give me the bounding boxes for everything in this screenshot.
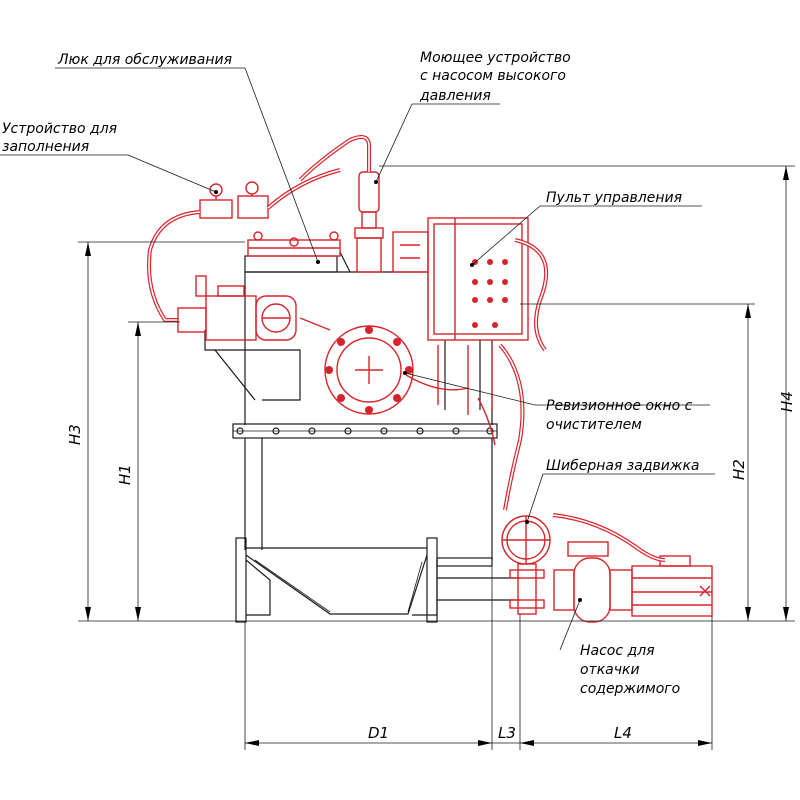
dimension-h1: H1 <box>116 464 134 485</box>
label-gate: Шиберная задвижка <box>546 458 700 474</box>
gate-valve <box>501 515 551 615</box>
dimension-l3: L3 <box>498 724 516 742</box>
label-pump-line1: Насос для <box>580 643 655 659</box>
washing-device <box>298 134 384 273</box>
label-filler-line2: заполнения <box>2 139 89 155</box>
label-hatch: Люк для обслуживания <box>57 52 232 68</box>
dimension-d1: D1 <box>368 724 389 742</box>
tank-structure <box>204 251 520 623</box>
dimension-h3: H3 <box>66 424 84 445</box>
label-pump-line2: откачки <box>580 662 640 678</box>
service-hatch <box>247 231 341 257</box>
dimension-l4: L4 <box>614 724 632 742</box>
label-washer-line3: давления <box>419 88 491 104</box>
leader-lines <box>0 67 715 651</box>
dimension-lines <box>78 165 795 750</box>
label-pump-line3: содержимого <box>580 681 680 697</box>
dimension-h2: H2 <box>730 459 748 480</box>
filling-device <box>147 168 341 322</box>
hoses <box>405 238 666 562</box>
pump-motor <box>177 275 331 341</box>
label-window-line1: Ревизионное окно с <box>546 398 693 414</box>
dimension-h4: H4 <box>778 391 796 412</box>
label-washer-line1: Моющее устройство <box>420 50 571 66</box>
flange-bolts <box>236 427 494 435</box>
inspection-window <box>324 325 414 415</box>
outlet-pump <box>553 541 713 623</box>
control-panel <box>392 217 529 415</box>
label-filler-line1: Устройство для <box>2 121 117 137</box>
label-window-line2: очистителем <box>546 417 642 433</box>
label-washer-line2: с насосом высокого <box>420 68 566 84</box>
label-panel: Пульт управления <box>546 190 682 206</box>
